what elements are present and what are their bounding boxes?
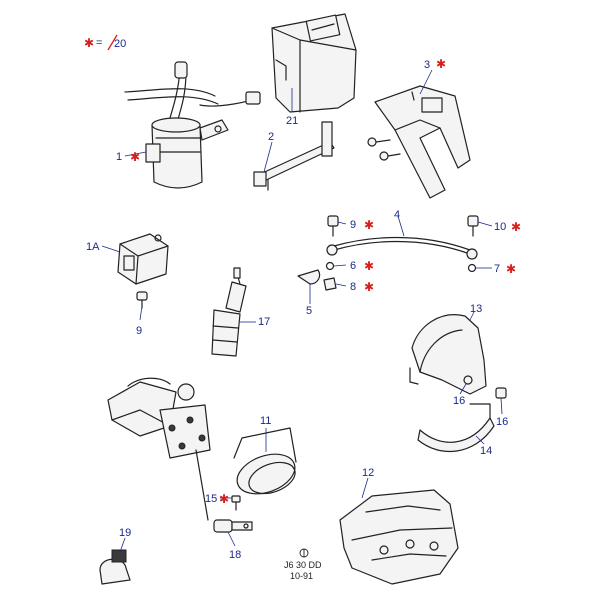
legend-asterisk-icon: ✱: [84, 36, 94, 50]
callout-16-left: 16: [453, 395, 465, 407]
callout-6: 6: [350, 260, 356, 272]
reference-date: 10-91: [290, 571, 313, 581]
distributor-part: [107, 377, 211, 521]
leader-lines: [101, 69, 503, 553]
coil-cover-part: [271, 13, 357, 113]
engine-cover-part: [339, 489, 459, 585]
callout-4: 4: [394, 209, 400, 221]
earth-strap-part: [297, 215, 479, 291]
mounting-bracket-part: [367, 85, 471, 199]
bracket-part: [253, 121, 335, 191]
clip-part: [99, 549, 131, 585]
callout-8: 8: [350, 281, 356, 293]
callout-12: 12: [362, 467, 374, 479]
callout-9-right: 9: [350, 219, 356, 231]
callout-9-star-icon: ✱: [364, 218, 374, 232]
callout-13: 13: [470, 303, 482, 315]
callout-15-star-icon: ✱: [219, 492, 229, 506]
ignition-coil-part: [124, 61, 261, 189]
callout-1-star-icon: ✱: [130, 150, 140, 164]
plug-connector-part: [211, 267, 247, 357]
callout-10-star-icon: ✱: [511, 220, 521, 234]
callout-16-right: 16: [496, 416, 508, 428]
callout-6-star-icon: ✱: [364, 259, 374, 273]
screw-9-left-part: [136, 291, 148, 309]
callout-14: 14: [480, 445, 492, 457]
callout-3: 3: [424, 59, 430, 71]
lower-shield-part: [417, 403, 495, 453]
callout-17: 17: [258, 316, 270, 328]
module-box-part: [117, 233, 169, 285]
legend: ✱ = 20: [84, 34, 126, 51]
callout-7: 7: [494, 263, 500, 275]
sensor-part: [213, 519, 253, 533]
callout-11: 11: [260, 415, 271, 427]
callout-15: 15: [205, 493, 217, 505]
callout-1a: 1A: [86, 241, 100, 253]
callout-18: 18: [229, 549, 241, 561]
callout-21: 21: [286, 115, 298, 127]
screw-15-part: [231, 495, 241, 511]
callout-2: 2: [268, 131, 274, 143]
callout-7-star-icon: ✱: [506, 262, 516, 276]
callout-8-star-icon: ✱: [364, 280, 374, 294]
callout-3-star-icon: ✱: [436, 57, 446, 71]
callout-1: 1: [116, 151, 122, 163]
legend-value: 20: [114, 38, 126, 50]
heat-shield-part: [409, 314, 507, 399]
legend-strike-icon: [107, 34, 118, 51]
reference-code: J6 30 DD: [284, 560, 322, 570]
callouts: 1 ✱ 21 2 3 ✱ 1A 9 17 4 9 ✱ 6 ✱ 8 ✱ 5 10 …: [86, 57, 521, 561]
callout-19: 19: [119, 527, 131, 539]
callout-9-left: 9: [136, 325, 142, 337]
callout-10: 10: [494, 221, 506, 233]
legend-equals: =: [96, 37, 102, 49]
callout-5: 5: [306, 305, 312, 317]
reference-block: J6 30 DD 10-91: [284, 548, 322, 581]
